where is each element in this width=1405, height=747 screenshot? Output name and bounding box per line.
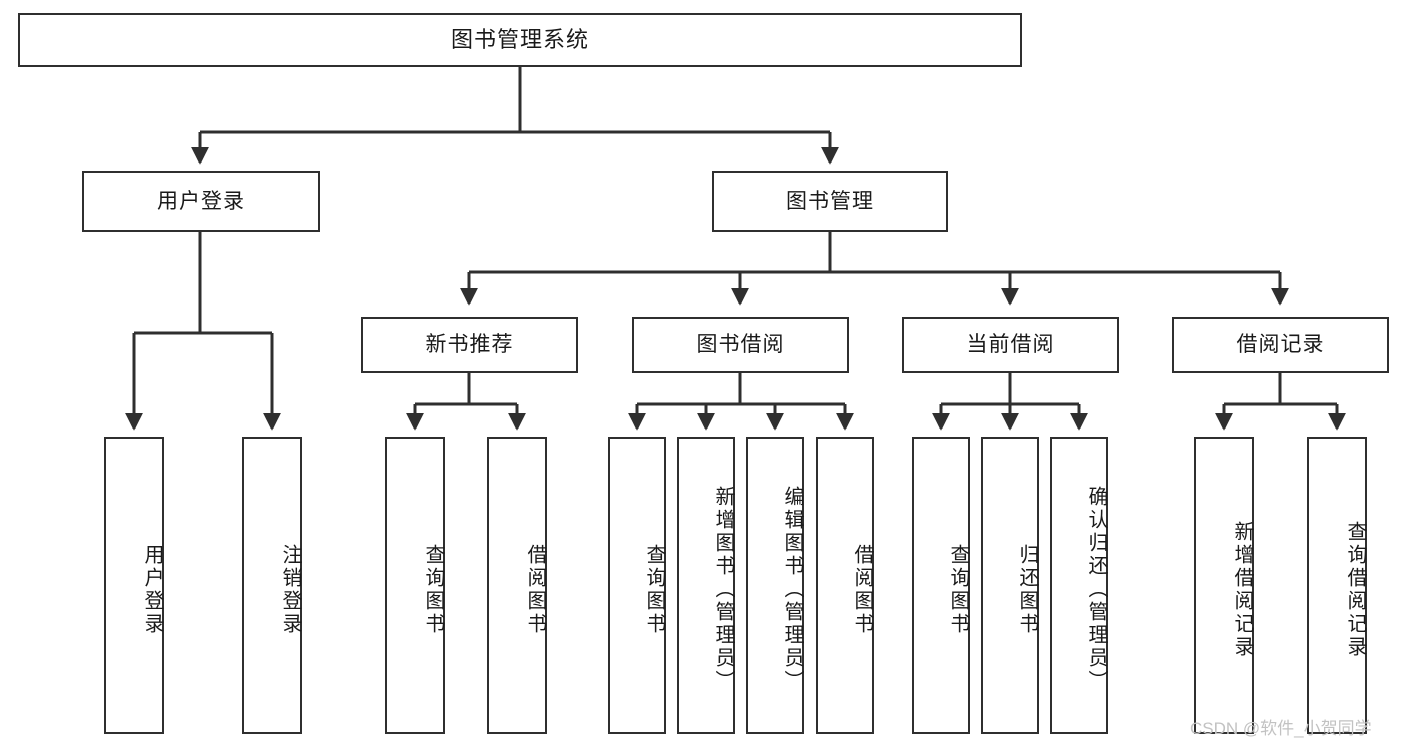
leaf-confirm-return-admin[interactable]: 确认归还（管理员） [1050, 437, 1108, 734]
node-borrow-record[interactable]: 借阅记录 [1172, 317, 1389, 373]
leaf-add-book-admin[interactable]: 新增图书（管理员） [677, 437, 735, 734]
csdn-watermark: CSDN @软件_小贺同学 [1190, 719, 1372, 738]
leaf-logout[interactable]: 注销登录 [242, 437, 302, 734]
node-root-library-system[interactable]: 图书管理系统 [18, 13, 1022, 67]
leaf-add-borrow-record[interactable]: 新增借阅记录 [1194, 437, 1254, 734]
node-user-login[interactable]: 用户登录 [82, 171, 320, 232]
leaf-borrow-books[interactable]: 借阅图书 [816, 437, 874, 734]
node-current-borrow[interactable]: 当前借阅 [902, 317, 1119, 373]
node-book-management[interactable]: 图书管理 [712, 171, 948, 232]
leaf-query-books-newbooks[interactable]: 查询图书 [385, 437, 445, 734]
leaf-edit-book-admin[interactable]: 编辑图书（管理员） [746, 437, 804, 734]
leaf-borrow-books-newbooks[interactable]: 借阅图书 [487, 437, 547, 734]
leaf-query-books-borrow[interactable]: 查询图书 [608, 437, 666, 734]
leaf-query-books-current[interactable]: 查询图书 [912, 437, 970, 734]
node-book-borrow[interactable]: 图书借阅 [632, 317, 849, 373]
leaf-query-borrow-record[interactable]: 查询借阅记录 [1307, 437, 1367, 734]
node-new-book-recommend[interactable]: 新书推荐 [361, 317, 578, 373]
leaf-return-books[interactable]: 归还图书 [981, 437, 1039, 734]
leaf-user-login[interactable]: 用户登录 [104, 437, 164, 734]
